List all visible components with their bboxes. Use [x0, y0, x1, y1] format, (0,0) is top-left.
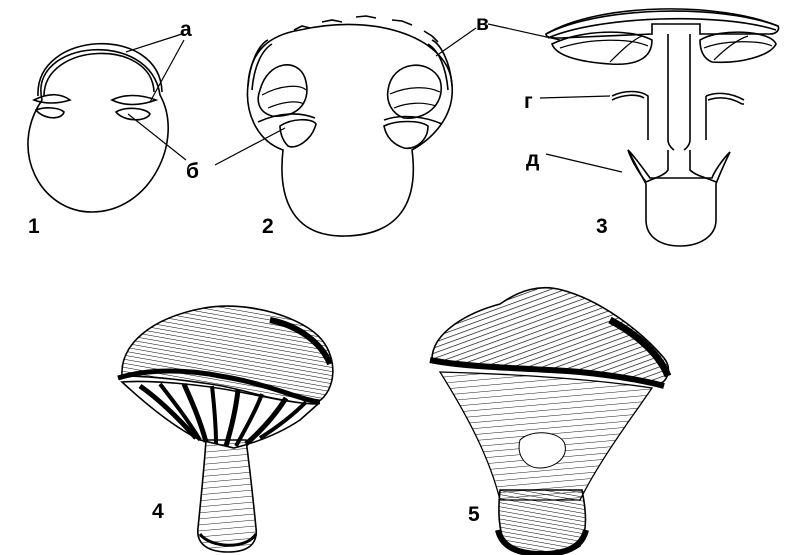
stage-number-5: 5 [468, 503, 480, 526]
label-a: а [180, 18, 192, 41]
stage-1-section [28, 44, 168, 212]
label-v: в [476, 12, 489, 35]
label-b: б [186, 160, 199, 183]
stage-number-3: 3 [596, 215, 608, 238]
stage-2-section [247, 16, 452, 236]
label-d: д [526, 148, 539, 171]
stage-number-2: 2 [262, 215, 274, 238]
stage-5-illustration [430, 288, 668, 554]
stage-4-illustration [118, 306, 333, 552]
stage-number-4: 4 [152, 500, 164, 523]
stage-3-section [546, 9, 779, 246]
stage-number-1: 1 [28, 215, 40, 238]
label-g: г [524, 90, 533, 113]
